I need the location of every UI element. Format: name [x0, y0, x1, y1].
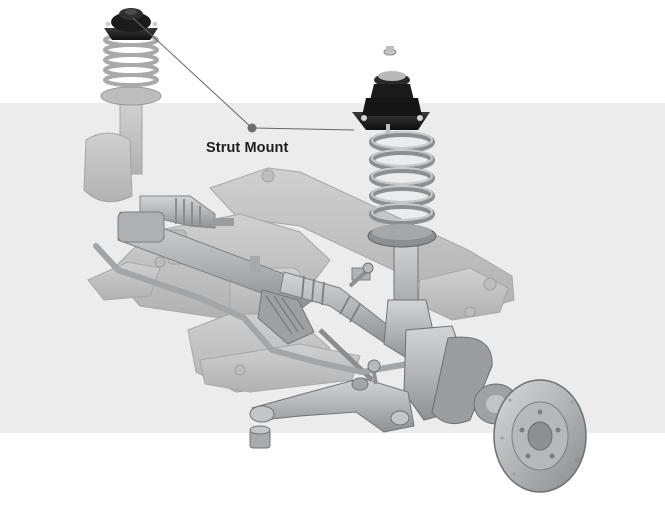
left-strut-mount [104, 8, 158, 40]
brake-disc [493, 379, 587, 493]
left-strut-ghost [83, 33, 162, 203]
callout-label-strut-mount: Strut Mount [206, 140, 289, 156]
callout-dot [247, 123, 257, 133]
steering-rack [117, 211, 374, 382]
callout-leader [132, 17, 355, 131]
knuckle-and-hub [403, 325, 519, 425]
right-strut-mount [352, 46, 430, 134]
control-arm-bushing [249, 425, 271, 449]
lower-control-arm [249, 377, 415, 433]
right-strut [367, 131, 437, 361]
tie-rod-end [348, 262, 381, 385]
